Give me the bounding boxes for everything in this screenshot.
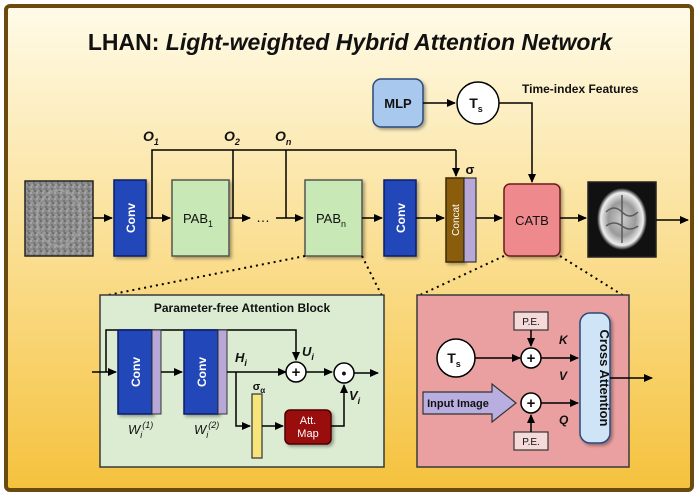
arrow-ts-to-catb <box>499 102 536 183</box>
q-label: Q <box>559 413 569 427</box>
ts-label-main: Ts <box>469 95 483 114</box>
on-label: On <box>275 128 292 147</box>
cross-attention-label: Cross Attention <box>597 329 612 426</box>
zoom-line-pab-right <box>361 255 383 297</box>
input-noisy-brain-outline <box>36 189 82 247</box>
attmap-label-1: Att. <box>300 415 317 427</box>
conv-2-label: Conv <box>394 203 408 233</box>
catb-block <box>503 183 561 257</box>
output-brain-folds <box>605 195 639 243</box>
sigma-label: σ <box>466 162 475 177</box>
catb-label: CATB <box>515 213 549 228</box>
pab1-block <box>171 179 230 257</box>
sigma-stripe <box>463 177 477 263</box>
pabn-block <box>304 179 363 257</box>
pab1-label: PAB1 <box>183 211 213 229</box>
pab-conv-stripe-2 <box>217 329 228 415</box>
attmap-block <box>284 409 332 445</box>
attmap-label-2: Map <box>297 428 318 440</box>
zoom-line-pab-left <box>102 255 306 297</box>
ts-label-catb: Ts <box>447 350 461 369</box>
title-name: Light-weighted Hybrid Attention Network <box>166 29 614 55</box>
conv-block-1 <box>113 179 147 257</box>
pab-conv-2-label: Conv <box>195 357 209 387</box>
zoom-line-catb-left <box>417 255 505 297</box>
pab-panel-title: Parameter-free Attention Block <box>154 301 331 315</box>
v-label-catb: V <box>559 369 568 383</box>
input-image-label: Input Image <box>427 398 489 410</box>
pab-branch-to-sigma <box>235 372 251 430</box>
skip-line-o1 <box>151 149 456 218</box>
u-label: Ui <box>302 344 314 362</box>
catb-plus-bottom-symbol: + <box>527 395 536 412</box>
input-image-arrow <box>422 382 517 424</box>
conv-block-2 <box>383 179 417 257</box>
ts-circle-catb <box>436 338 476 378</box>
concat-label: Concat <box>451 204 462 236</box>
pab-arrow-attmap-to-dot <box>331 384 348 427</box>
pab-sigma-bar <box>251 393 263 459</box>
pab-conv-block-1 <box>117 329 153 415</box>
pabn-label: PABn <box>316 211 346 229</box>
pab-sigma-label: σα <box>253 381 266 395</box>
input-noisy-image <box>24 180 94 257</box>
time-index-features-label: Time-index Features <box>522 82 639 96</box>
o2-label: O2 <box>224 128 240 147</box>
ellipsis-dots: … <box>256 209 270 225</box>
title-prefix: LHAN: <box>88 29 166 55</box>
w2-label: Wi(2) <box>194 420 219 440</box>
k-label: K <box>559 333 569 347</box>
w1-label: Wi(1) <box>128 420 153 440</box>
pe-bottom-label: P.E. <box>522 437 540 448</box>
pab-conv-stripe-1 <box>151 329 162 415</box>
pab-conv-block-2 <box>183 329 219 415</box>
pab-dot-symbol: • <box>342 365 347 381</box>
zoom-line-catb-right <box>559 255 625 297</box>
pab-plus-symbol: + <box>292 364 301 381</box>
diagram-title: LHAN: Light-weighted Hybrid Attention Ne… <box>88 29 613 55</box>
v-label: Vi <box>349 388 361 406</box>
catb-plus-top-symbol: + <box>527 350 536 367</box>
pe-top-label: P.E. <box>522 317 540 328</box>
ts-circle-main <box>456 81 500 125</box>
mlp-label: MLP <box>384 96 412 111</box>
o1-label: O1 <box>143 128 159 147</box>
conv-1-label: Conv <box>124 203 138 233</box>
h-label: Hi <box>235 350 247 368</box>
pab-conv-1-label: Conv <box>129 357 143 387</box>
